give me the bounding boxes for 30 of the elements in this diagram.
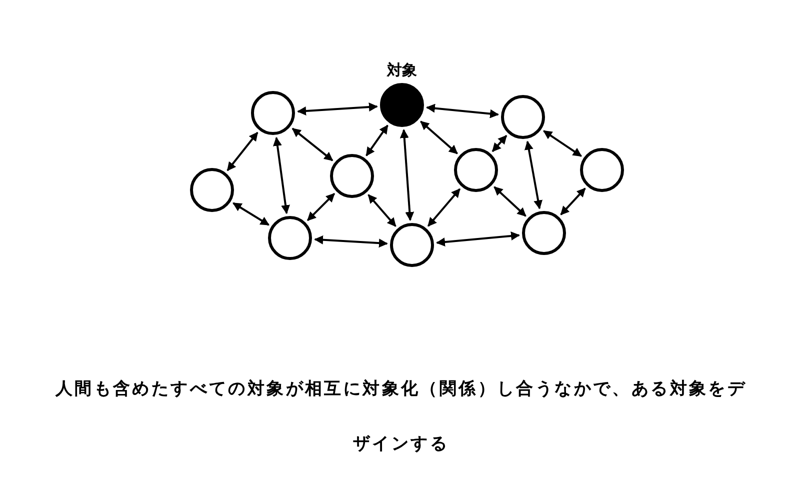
- double-arrow: [543, 130, 582, 157]
- double-arrow: [314, 235, 388, 248]
- double-arrow: [420, 120, 458, 154]
- double-arrow: [436, 232, 520, 246]
- caption: 人間も含めたすべての対象が相互に対象化（関係）し合うなかで、ある対象をデザインする: [54, 378, 748, 456]
- double-arrow: [560, 188, 586, 216]
- circle-node: [454, 148, 498, 192]
- double-arrow: [494, 186, 526, 217]
- double-arrow: [368, 194, 396, 227]
- double-arrow: [273, 136, 290, 214]
- double-arrow: [524, 140, 543, 210]
- double-arrow: [292, 128, 334, 162]
- circle-node: [501, 95, 545, 139]
- double-arrow: [226, 132, 258, 172]
- double-arrow: [306, 192, 336, 222]
- double-arrow: [492, 135, 508, 152]
- double-arrow: [366, 124, 388, 156]
- double-arrow: [400, 129, 414, 221]
- circle-node: [190, 168, 234, 212]
- double-arrow: [427, 188, 461, 227]
- circle-node: [330, 154, 374, 198]
- double-arrow: [426, 104, 500, 118]
- circle-node: [522, 211, 566, 255]
- node-label: 対象: [387, 61, 417, 80]
- double-arrow: [232, 202, 270, 226]
- circle-node: [580, 148, 624, 192]
- double-arrow: [297, 102, 378, 116]
- circle-node: [390, 223, 434, 267]
- circle-node: [251, 91, 295, 135]
- circle-node: [268, 216, 312, 260]
